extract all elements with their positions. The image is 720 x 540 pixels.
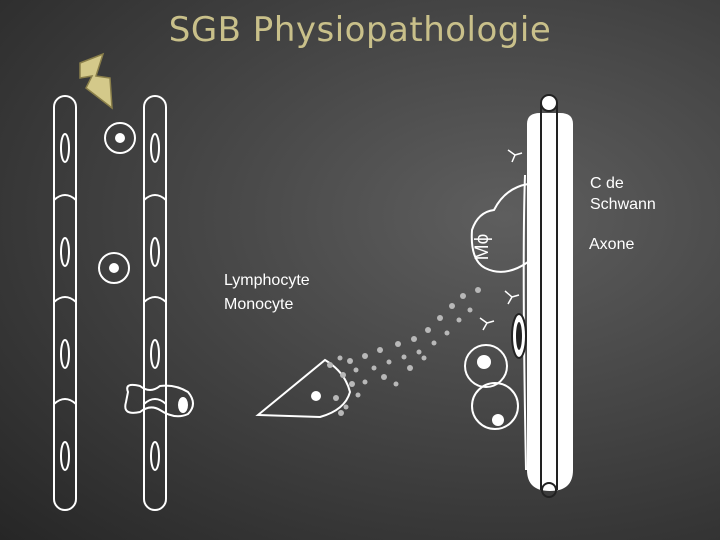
- tissue-monocyte: [258, 360, 350, 417]
- axon-label: Axone: [589, 234, 634, 255]
- monocyte-label: Monocyte: [224, 294, 293, 315]
- attacking-lymphocyte-upper: [465, 345, 507, 387]
- circulating-lymphocyte-top: [105, 123, 135, 153]
- lightning-bolt-icon: [80, 54, 112, 108]
- antibody-particles: [327, 287, 481, 416]
- vessel-wall-left: [54, 96, 76, 510]
- myelin-lesion: [512, 314, 526, 358]
- lymphocyte-label: Lymphocyte: [224, 270, 310, 291]
- schwann-cell: [524, 114, 572, 490]
- circulating-lymphocyte-middle: [99, 253, 129, 283]
- macrophage-label: Mϕ: [472, 234, 494, 260]
- schwann-cell-label: C de Schwann: [590, 173, 656, 215]
- attacking-lymphocyte-lower: [472, 383, 518, 429]
- vessel-wall-right: [144, 96, 166, 510]
